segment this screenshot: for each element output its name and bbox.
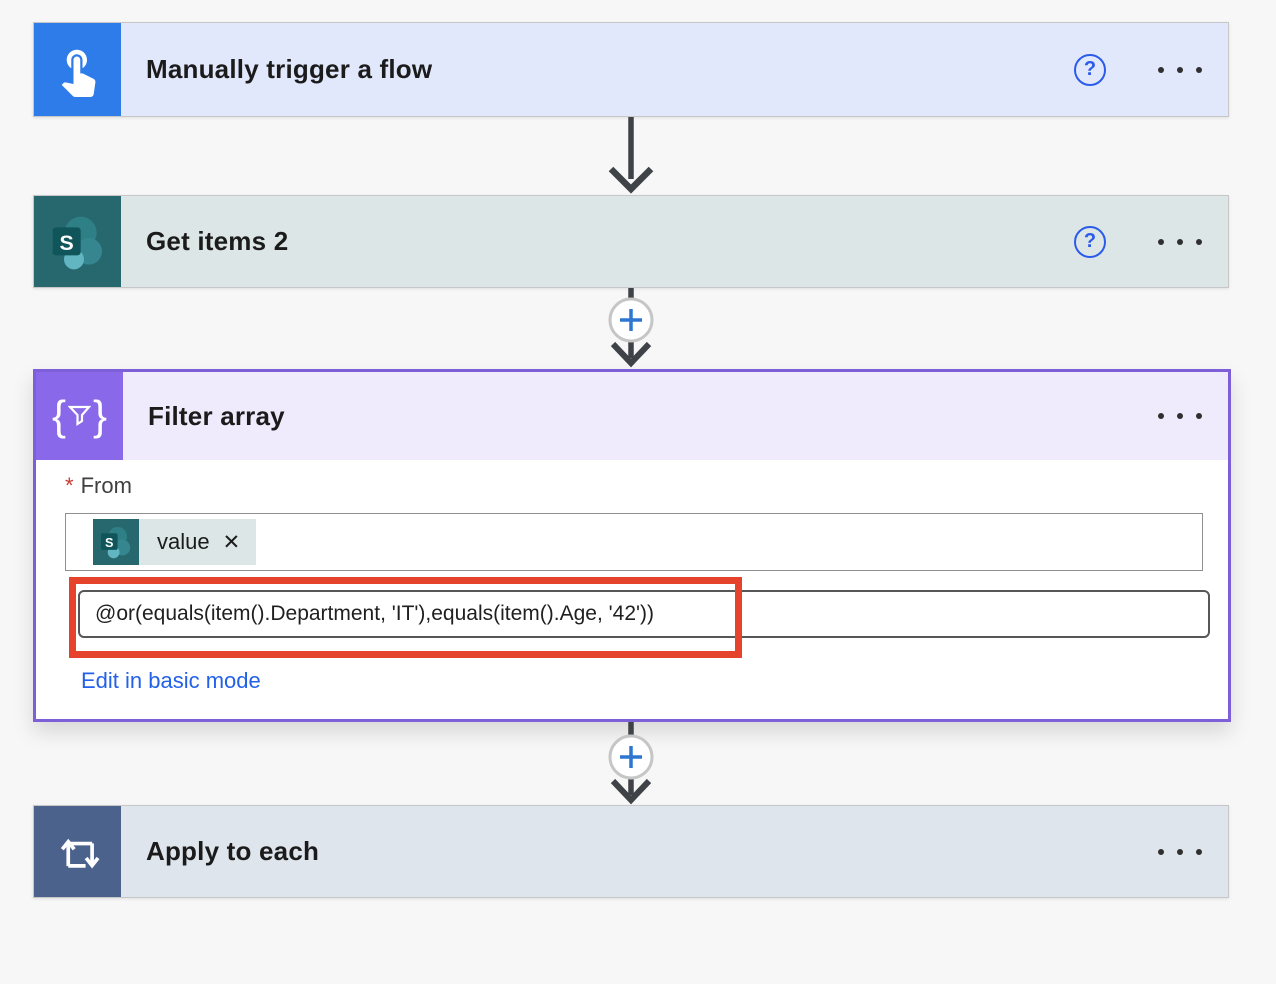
more-options-icon[interactable] bbox=[1156, 55, 1204, 85]
connector-with-insert bbox=[608, 288, 654, 368]
sharepoint-icon: S bbox=[34, 196, 121, 287]
connector-arrow bbox=[608, 117, 654, 194]
trigger-card[interactable]: Manually trigger a flow ? bbox=[33, 22, 1229, 117]
edit-basic-mode-link[interactable]: Edit in basic mode bbox=[81, 668, 261, 693]
filter-array-header[interactable]: { } Filter array bbox=[36, 372, 1228, 460]
loop-icon bbox=[34, 806, 121, 897]
touch-icon bbox=[34, 23, 121, 116]
apply-to-each-title: Apply to each bbox=[146, 836, 320, 866]
more-options-icon[interactable] bbox=[1156, 401, 1204, 431]
trigger-card-title: Manually trigger a flow bbox=[146, 54, 433, 84]
filter-expression-input[interactable] bbox=[78, 590, 1210, 638]
from-field-label: *From bbox=[65, 473, 132, 498]
get-items-card[interactable]: S Get items 2 ? bbox=[33, 195, 1229, 288]
from-input[interactable]: S value ✕ bbox=[65, 513, 1203, 571]
insert-step-icon[interactable] bbox=[608, 297, 654, 343]
apply-to-each-card[interactable]: Apply to each bbox=[33, 805, 1229, 898]
dynamic-content-token[interactable]: S value ✕ bbox=[93, 519, 257, 565]
help-icon[interactable]: ? bbox=[1074, 53, 1106, 86]
close-icon[interactable]: ✕ bbox=[222, 530, 241, 554]
insert-step-icon[interactable] bbox=[608, 734, 654, 780]
sharepoint-icon: S bbox=[93, 519, 139, 565]
filter-array-title: Filter array bbox=[148, 400, 285, 431]
more-options-icon[interactable] bbox=[1156, 837, 1204, 867]
more-options-icon[interactable] bbox=[1156, 227, 1204, 257]
filter-array-parameters: *From S value ✕ bbox=[36, 460, 1228, 719]
help-icon[interactable]: ? bbox=[1074, 225, 1106, 258]
filter-array-icon: { } bbox=[36, 372, 123, 460]
connector-with-insert bbox=[608, 722, 654, 805]
filter-array-card: { } Filter array *From bbox=[33, 369, 1231, 722]
token-value-label: value bbox=[157, 529, 210, 554]
svg-text:S: S bbox=[59, 231, 73, 255]
required-marker: * bbox=[65, 473, 74, 498]
get-items-card-title: Get items 2 bbox=[146, 226, 289, 256]
svg-text:S: S bbox=[105, 536, 113, 550]
